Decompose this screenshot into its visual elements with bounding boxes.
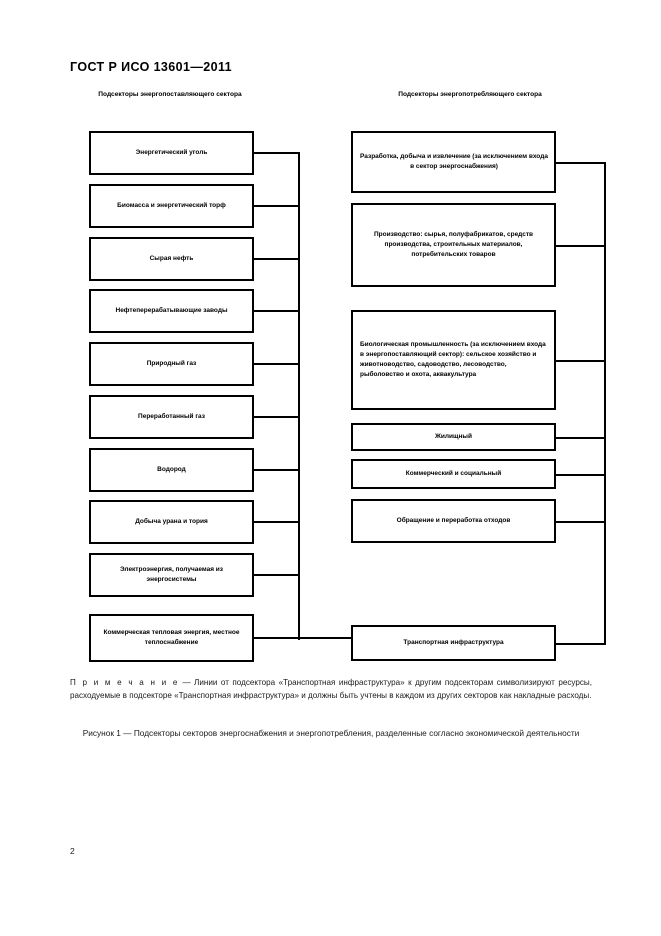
node-consumption-5: Коммерческий и социальный xyxy=(351,459,556,489)
node-label: Обращение и переработка отходов xyxy=(396,516,511,524)
node-consumption-2: Производство: сырья, полуфабрикатов, сре… xyxy=(351,203,556,287)
connector-supply-2 xyxy=(254,205,300,208)
node-supply-4: Нефтеперерабатывающие заводы xyxy=(89,289,254,333)
node-label: Энергетический уголь xyxy=(135,148,208,156)
connector-supply-8 xyxy=(254,521,300,524)
connector-supply-6 xyxy=(254,416,300,419)
node-consumption-6: Обращение и переработка отходов xyxy=(351,499,556,543)
bus-line-right xyxy=(604,162,607,645)
node-consumption-3: Биологическая промышленность (за исключе… xyxy=(351,310,556,410)
node-label: Нефтеперерабатывающие заводы xyxy=(115,306,228,314)
node-label: Производство: сырья, полуфабрикатов, сре… xyxy=(373,230,534,259)
connector-consumption-1 xyxy=(556,162,606,165)
node-supply-3: Сырая нефть xyxy=(89,237,254,281)
figure-caption: Рисунок 1 — Подсекторы секторов энергосн… xyxy=(82,728,580,738)
column-heading-consumption: Подсекторы энергопотребляющего сектора xyxy=(398,91,542,98)
connector-bus-to-transport xyxy=(298,637,352,640)
connector-supply-4 xyxy=(254,310,300,313)
page-title: ГОСТ Р ИСО 13601—2011 xyxy=(70,60,232,74)
node-supply-8: Добыча урана и тория xyxy=(89,500,254,544)
connector-consumption-7 xyxy=(556,643,606,646)
connector-supply-10 xyxy=(254,637,300,640)
node-supply-6: Переработанный газ xyxy=(89,395,254,439)
node-label: Транспортная инфраструктура xyxy=(403,638,504,646)
node-label: Сырая нефть xyxy=(149,254,194,262)
node-label: Добыча урана и тория xyxy=(135,517,208,525)
connector-consumption-2 xyxy=(556,245,606,248)
figure-1-diagram: Энергетический уголь Биомасса и энергети… xyxy=(89,131,607,662)
column-heading-supply: Подсекторы энергопоставляющего сектора xyxy=(98,91,242,98)
connector-consumption-3 xyxy=(556,360,606,363)
node-consumption-7: Транспортная инфраструктура xyxy=(351,625,556,661)
node-label: Переработанный газ xyxy=(138,412,205,420)
node-label: Коммерческий и социальный xyxy=(405,469,502,477)
node-supply-1: Энергетический уголь xyxy=(89,131,254,175)
note-text: — Линии от подсектора «Транспортная инфр… xyxy=(70,678,592,701)
node-supply-5: Природный газ xyxy=(89,342,254,386)
connector-supply-1 xyxy=(254,152,300,155)
node-supply-2: Биомасса и энергетический торф xyxy=(89,184,254,228)
node-label: Коммерческая тепловая энергия, местное т… xyxy=(103,628,240,646)
figure-note: П р и м е ч а н и е — Линии от подсектор… xyxy=(70,676,592,702)
node-label: Водород xyxy=(157,465,186,473)
connector-supply-5 xyxy=(254,363,300,366)
node-label: Электроэнергия, получаемая из энергосист… xyxy=(119,565,224,583)
bus-line-left xyxy=(298,152,301,640)
node-supply-9: Электроэнергия, получаемая из энергосист… xyxy=(89,553,254,597)
connector-consumption-6 xyxy=(556,521,606,524)
node-label: Разработка, добыча и извлечение (за искл… xyxy=(360,152,548,170)
node-supply-10: Коммерческая тепловая энергия, местное т… xyxy=(89,614,254,662)
node-consumption-1: Разработка, добыча и извлечение (за искл… xyxy=(351,131,556,193)
connector-consumption-4 xyxy=(556,437,606,440)
note-lead: П р и м е ч а н и е xyxy=(70,678,179,687)
node-consumption-4: Жилищный xyxy=(351,423,556,451)
connector-supply-7 xyxy=(254,469,300,472)
connector-supply-9 xyxy=(254,574,300,577)
page-number: 2 xyxy=(70,846,75,856)
node-label: Природный газ xyxy=(146,359,197,367)
node-label: Биомасса и энергетический торф xyxy=(117,201,226,209)
connector-supply-3 xyxy=(254,258,300,261)
node-label: Биологическая промышленность (за исключе… xyxy=(360,340,546,379)
node-supply-7: Водород xyxy=(89,448,254,492)
connector-consumption-5 xyxy=(556,474,606,477)
node-label: Жилищный xyxy=(435,432,472,440)
